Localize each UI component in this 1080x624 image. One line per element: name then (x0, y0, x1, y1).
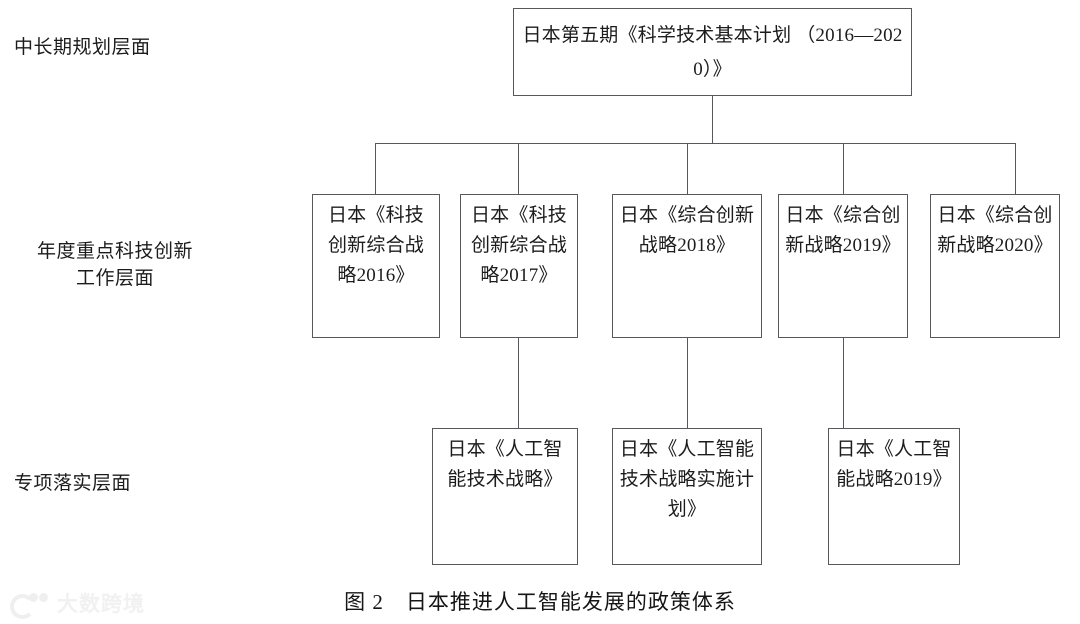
figure-caption: 图 2 日本推进人工智能发展的政策体系 (344, 590, 736, 614)
node-basic-plan-5th: 日本第五期《科学技术基本计划 （2016—2020）》 (513, 8, 912, 96)
connector-drop-1 (375, 143, 376, 194)
node-comprehensive-strategy-2016: 日本《科技创新综合战略2016》 (312, 194, 440, 338)
watermark-logo-icon (10, 591, 50, 619)
node-ai-technology-strategy-implementation-plan: 日本《人工智能技术战略实施计划》 (612, 428, 762, 565)
watermark: 大数跨境 (10, 588, 145, 619)
node-integrated-innovation-strategy-2019: 日本《综合创新战略2019》 (778, 194, 908, 338)
node-integrated-innovation-strategy-2018: 日本《综合创新战略2018》 (612, 194, 762, 338)
connector-drop-5 (1015, 143, 1016, 194)
connector-horizontal-bus (375, 143, 1016, 144)
connector-top-trunk (712, 96, 713, 143)
node-comprehensive-strategy-2017: 日本《科技创新综合战略2017》 (460, 194, 578, 338)
level-label-medium-long-term-planning: 中长期规划层面 (14, 37, 151, 58)
connector-drop-2 (518, 143, 519, 194)
connector-sub-3 (843, 338, 844, 428)
node-ai-technology-strategy: 日本《人工智能技术战略》 (432, 428, 578, 565)
connector-sub-2 (687, 338, 688, 428)
connector-drop-3 (687, 143, 688, 194)
level-label-special-implementation: 专项落实层面 (14, 473, 132, 494)
node-ai-strategy-2019: 日本《人工智能战略2019》 (828, 428, 960, 565)
level-label-annual-priority-work: 年度重点科技创新 工作层面 (36, 241, 193, 289)
node-integrated-innovation-strategy-2020: 日本《综合创新战略2020》 (930, 194, 1060, 338)
connector-drop-4 (843, 143, 844, 194)
connector-sub-1 (518, 338, 519, 428)
watermark-label: 大数跨境 (57, 593, 145, 616)
